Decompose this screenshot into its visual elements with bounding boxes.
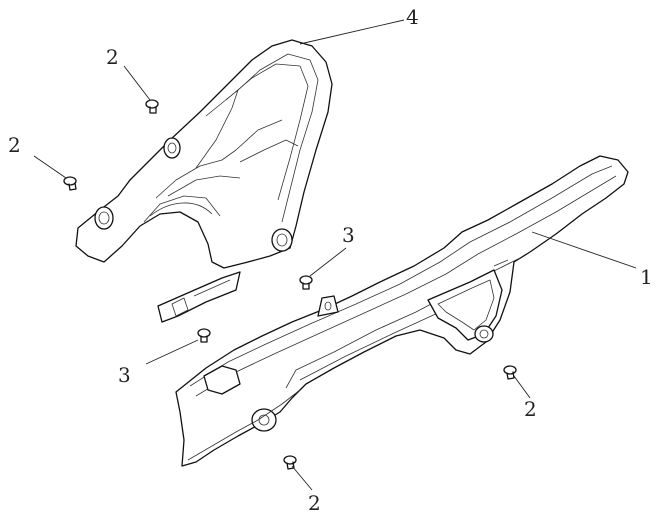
callout-2-upper-left: 2: [106, 45, 119, 69]
screw-left: [63, 176, 77, 191]
leader-3-middle: [309, 247, 347, 277]
leader-4: [299, 19, 405, 45]
callout-2-bottom: 2: [308, 491, 321, 515]
leader-2-left: [33, 155, 67, 179]
callout-2-right: 2: [524, 397, 537, 421]
screw-bottom: [283, 455, 297, 470]
callout-1: 1: [640, 265, 653, 289]
callout-4: 4: [406, 5, 419, 29]
leader-2-right: [513, 375, 531, 399]
screw-lower-left: [197, 328, 211, 343]
part-chain-guard: [175, 155, 629, 467]
leader-2-upper-left: [123, 65, 151, 101]
callout-2-left: 2: [8, 133, 21, 157]
leader-1: [531, 231, 637, 269]
leader-3-lower: [145, 339, 199, 365]
callout-3-middle: 3: [342, 223, 355, 247]
screw-middle: [299, 275, 313, 290]
screw-upper-left: [145, 99, 159, 114]
leader-2-bottom: [291, 465, 313, 491]
screw-right: [503, 365, 517, 380]
part-rear-hugger: [75, 39, 333, 323]
callout-3-lower: 3: [118, 363, 131, 387]
